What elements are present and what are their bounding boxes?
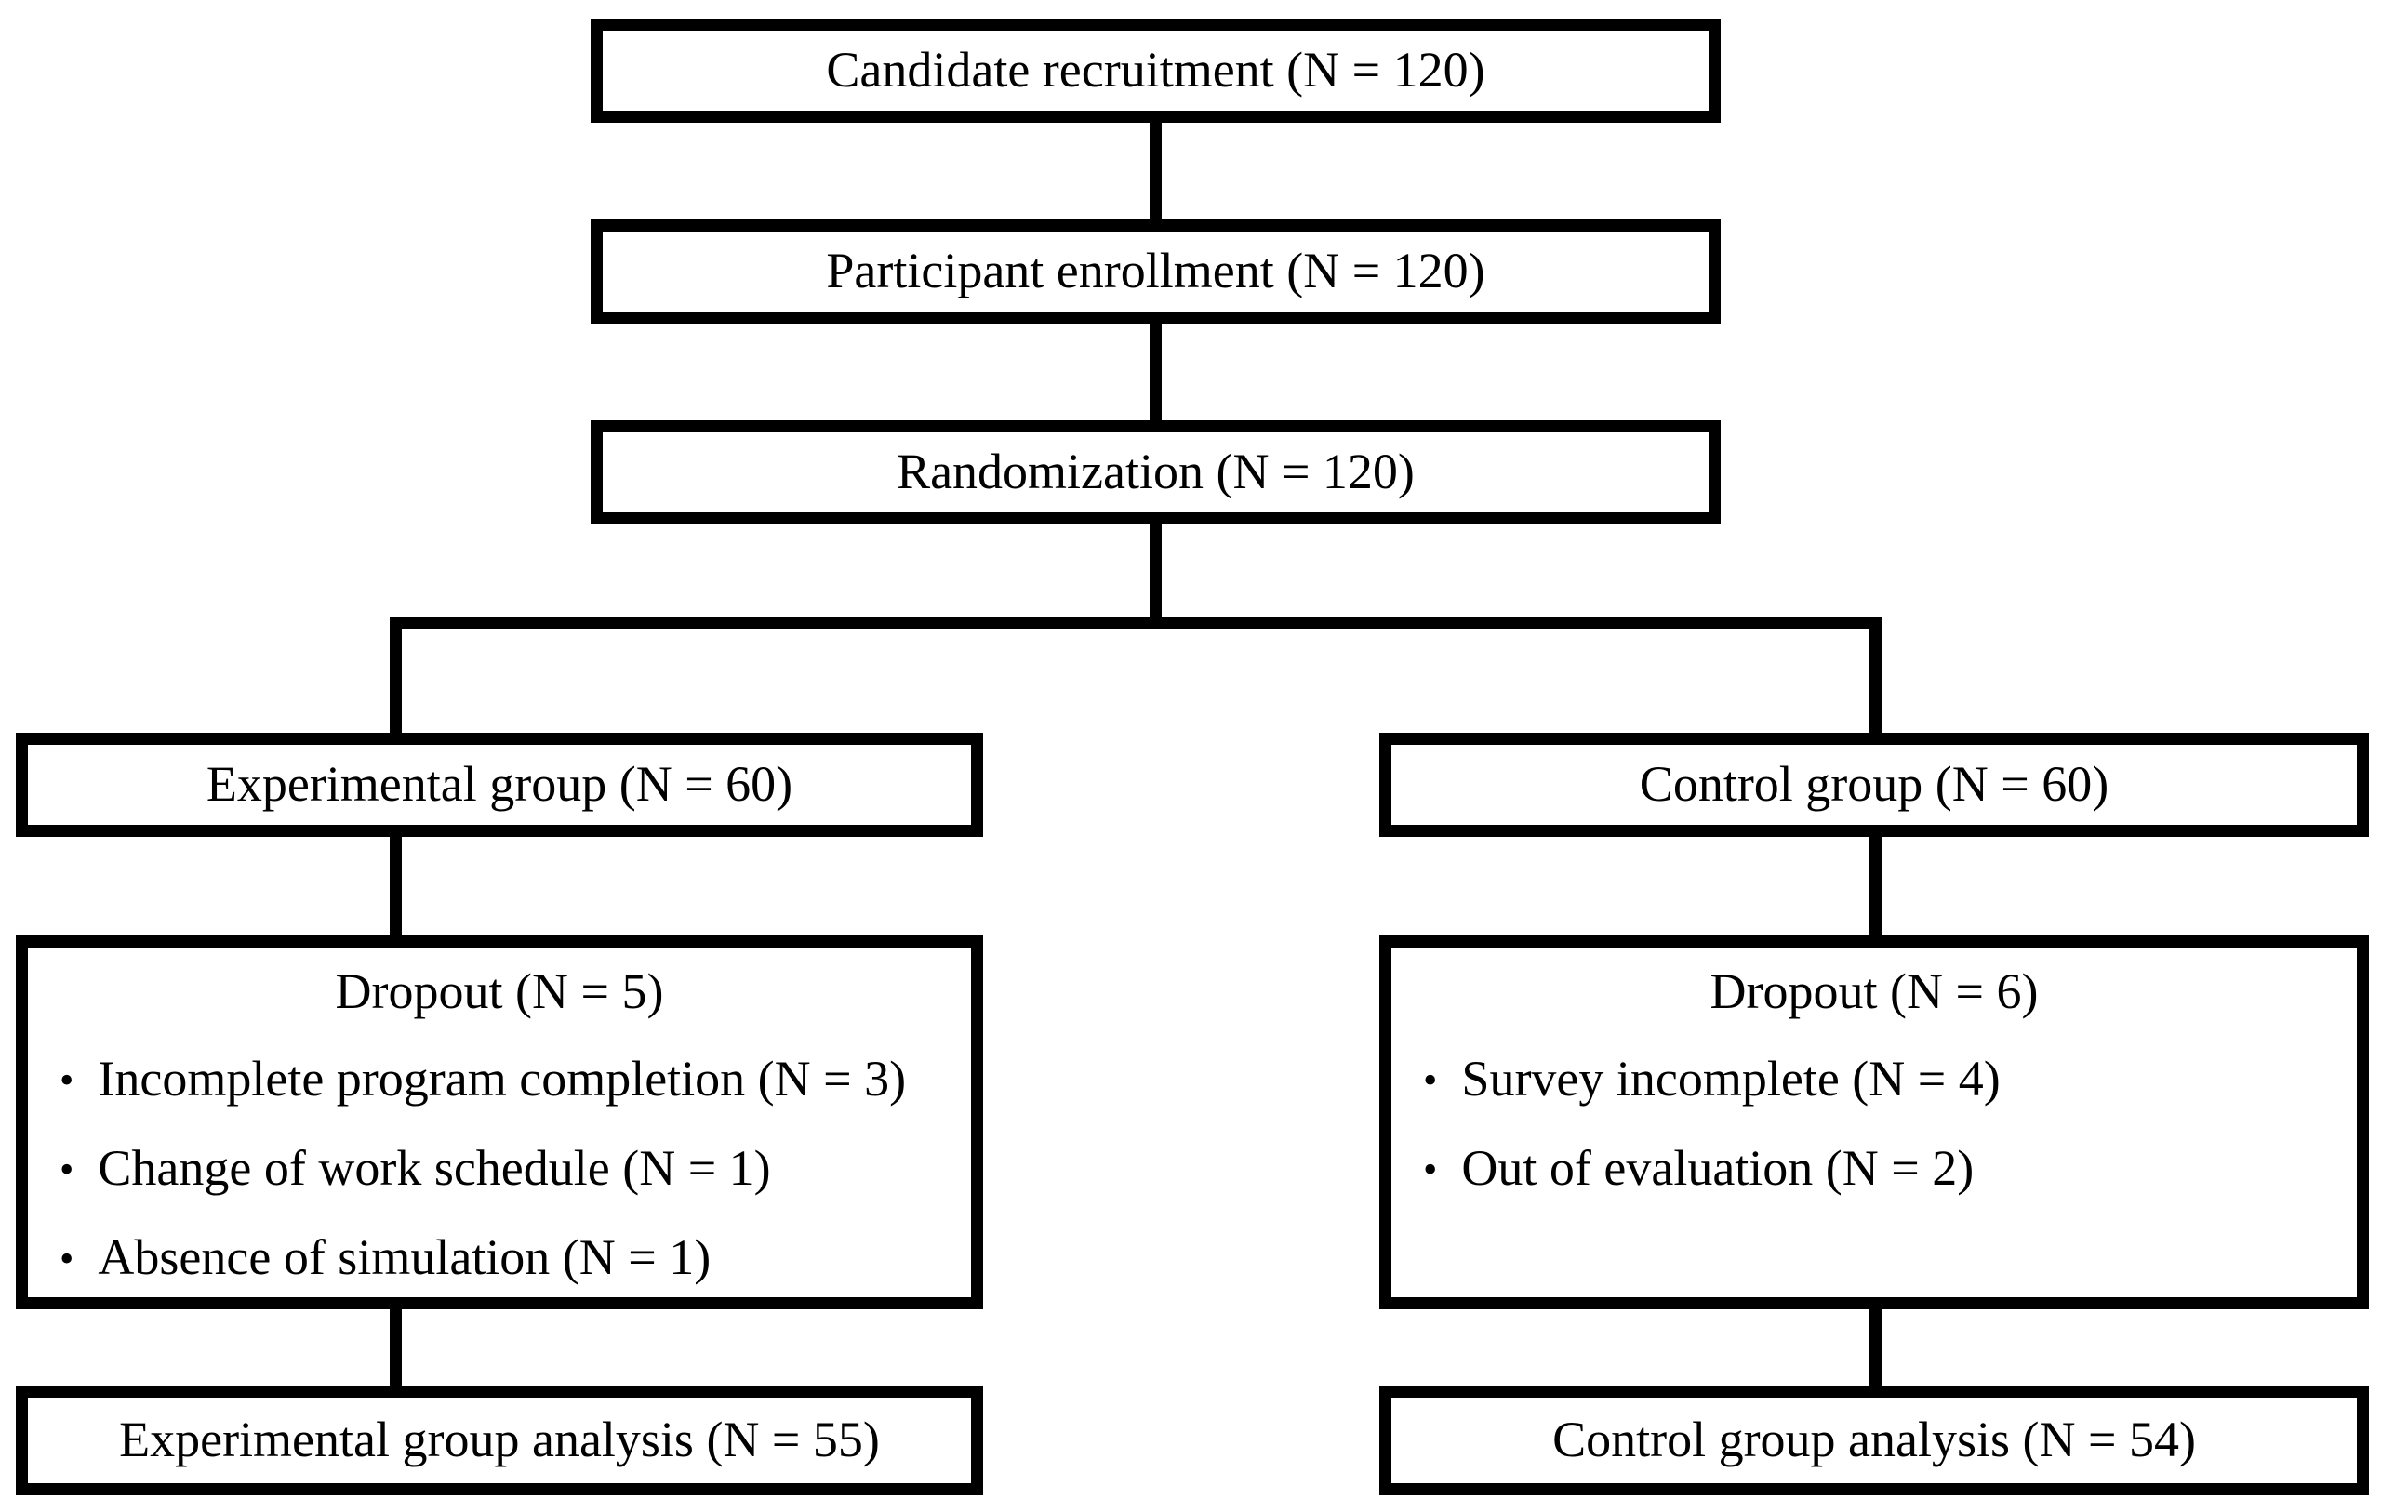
- control-analysis-box: Control group analysis (N = 54): [1379, 1386, 2369, 1495]
- connector-recruitment-enrollment: [1150, 119, 1162, 223]
- connector-branch-control: [1869, 623, 1882, 736]
- bullet-icon: •: [1423, 1057, 1438, 1103]
- experimental-group-label: Experimental group (N = 60): [206, 756, 793, 813]
- experimental-dropout-item-text: Absence of simulation (N = 1): [98, 1229, 712, 1285]
- randomization-box: Randomization (N = 120): [591, 420, 1721, 524]
- bullet-icon: •: [60, 1147, 74, 1192]
- participant-enrollment-label: Participant enrollment (N = 120): [826, 243, 1485, 299]
- control-dropout-item-text: Survey incomplete (N = 4): [1461, 1051, 2001, 1107]
- experimental-dropout-title: Dropout (N = 5): [335, 963, 664, 1019]
- connector-branch-experimental: [390, 623, 402, 736]
- candidate-recruitment-box: Candidate recruitment (N = 120): [591, 19, 1721, 123]
- experimental-dropout-item: • Change of work schedule (N = 1): [28, 1124, 971, 1214]
- bullet-icon: •: [60, 1057, 74, 1103]
- experimental-dropout-item-text: Change of work schedule (N = 1): [98, 1140, 771, 1196]
- experimental-dropout-item: • Absence of simulation (N = 1): [28, 1214, 971, 1303]
- bullet-icon: •: [1423, 1147, 1438, 1192]
- connector-enrollment-randomization: [1150, 320, 1162, 424]
- control-dropout-item: • Survey incomplete (N = 4): [1391, 1035, 2357, 1124]
- connector-randomization-branch: [1150, 521, 1162, 623]
- candidate-recruitment-label: Candidate recruitment (N = 120): [826, 42, 1485, 99]
- control-analysis-label: Control group analysis (N = 54): [1552, 1412, 2196, 1468]
- experimental-dropout-item: • Incomplete program completion (N = 3): [28, 1035, 971, 1124]
- control-dropout-title: Dropout (N = 6): [1710, 963, 2039, 1019]
- connector-control-dropout: [1869, 833, 1882, 939]
- control-dropout-box: Dropout (N = 6) • Survey incomplete (N = …: [1379, 935, 2369, 1309]
- control-group-label: Control group (N = 60): [1639, 756, 2109, 813]
- participant-enrollment-box: Participant enrollment (N = 120): [591, 219, 1721, 324]
- experimental-dropout-item-text: Incomplete program completion (N = 3): [98, 1051, 907, 1107]
- connector-dropout-control-analysis: [1869, 1306, 1882, 1389]
- experimental-dropout-box: Dropout (N = 5) • Incomplete program comp…: [16, 935, 983, 1309]
- experimental-analysis-box: Experimental group analysis (N = 55): [16, 1386, 983, 1495]
- connector-experimental-dropout: [390, 833, 402, 939]
- experimental-analysis-label: Experimental group analysis (N = 55): [119, 1412, 880, 1468]
- bullet-icon: •: [60, 1236, 74, 1281]
- connector-dropout-experimental-analysis: [390, 1306, 402, 1389]
- control-dropout-item: • Out of evaluation (N = 2): [1391, 1124, 2357, 1214]
- control-group-box: Control group (N = 60): [1379, 733, 2369, 837]
- branch-horizontal-line: [390, 617, 1882, 629]
- control-dropout-item-text: Out of evaluation (N = 2): [1461, 1140, 1975, 1196]
- experimental-group-box: Experimental group (N = 60): [16, 733, 983, 837]
- randomization-label: Randomization (N = 120): [897, 444, 1415, 500]
